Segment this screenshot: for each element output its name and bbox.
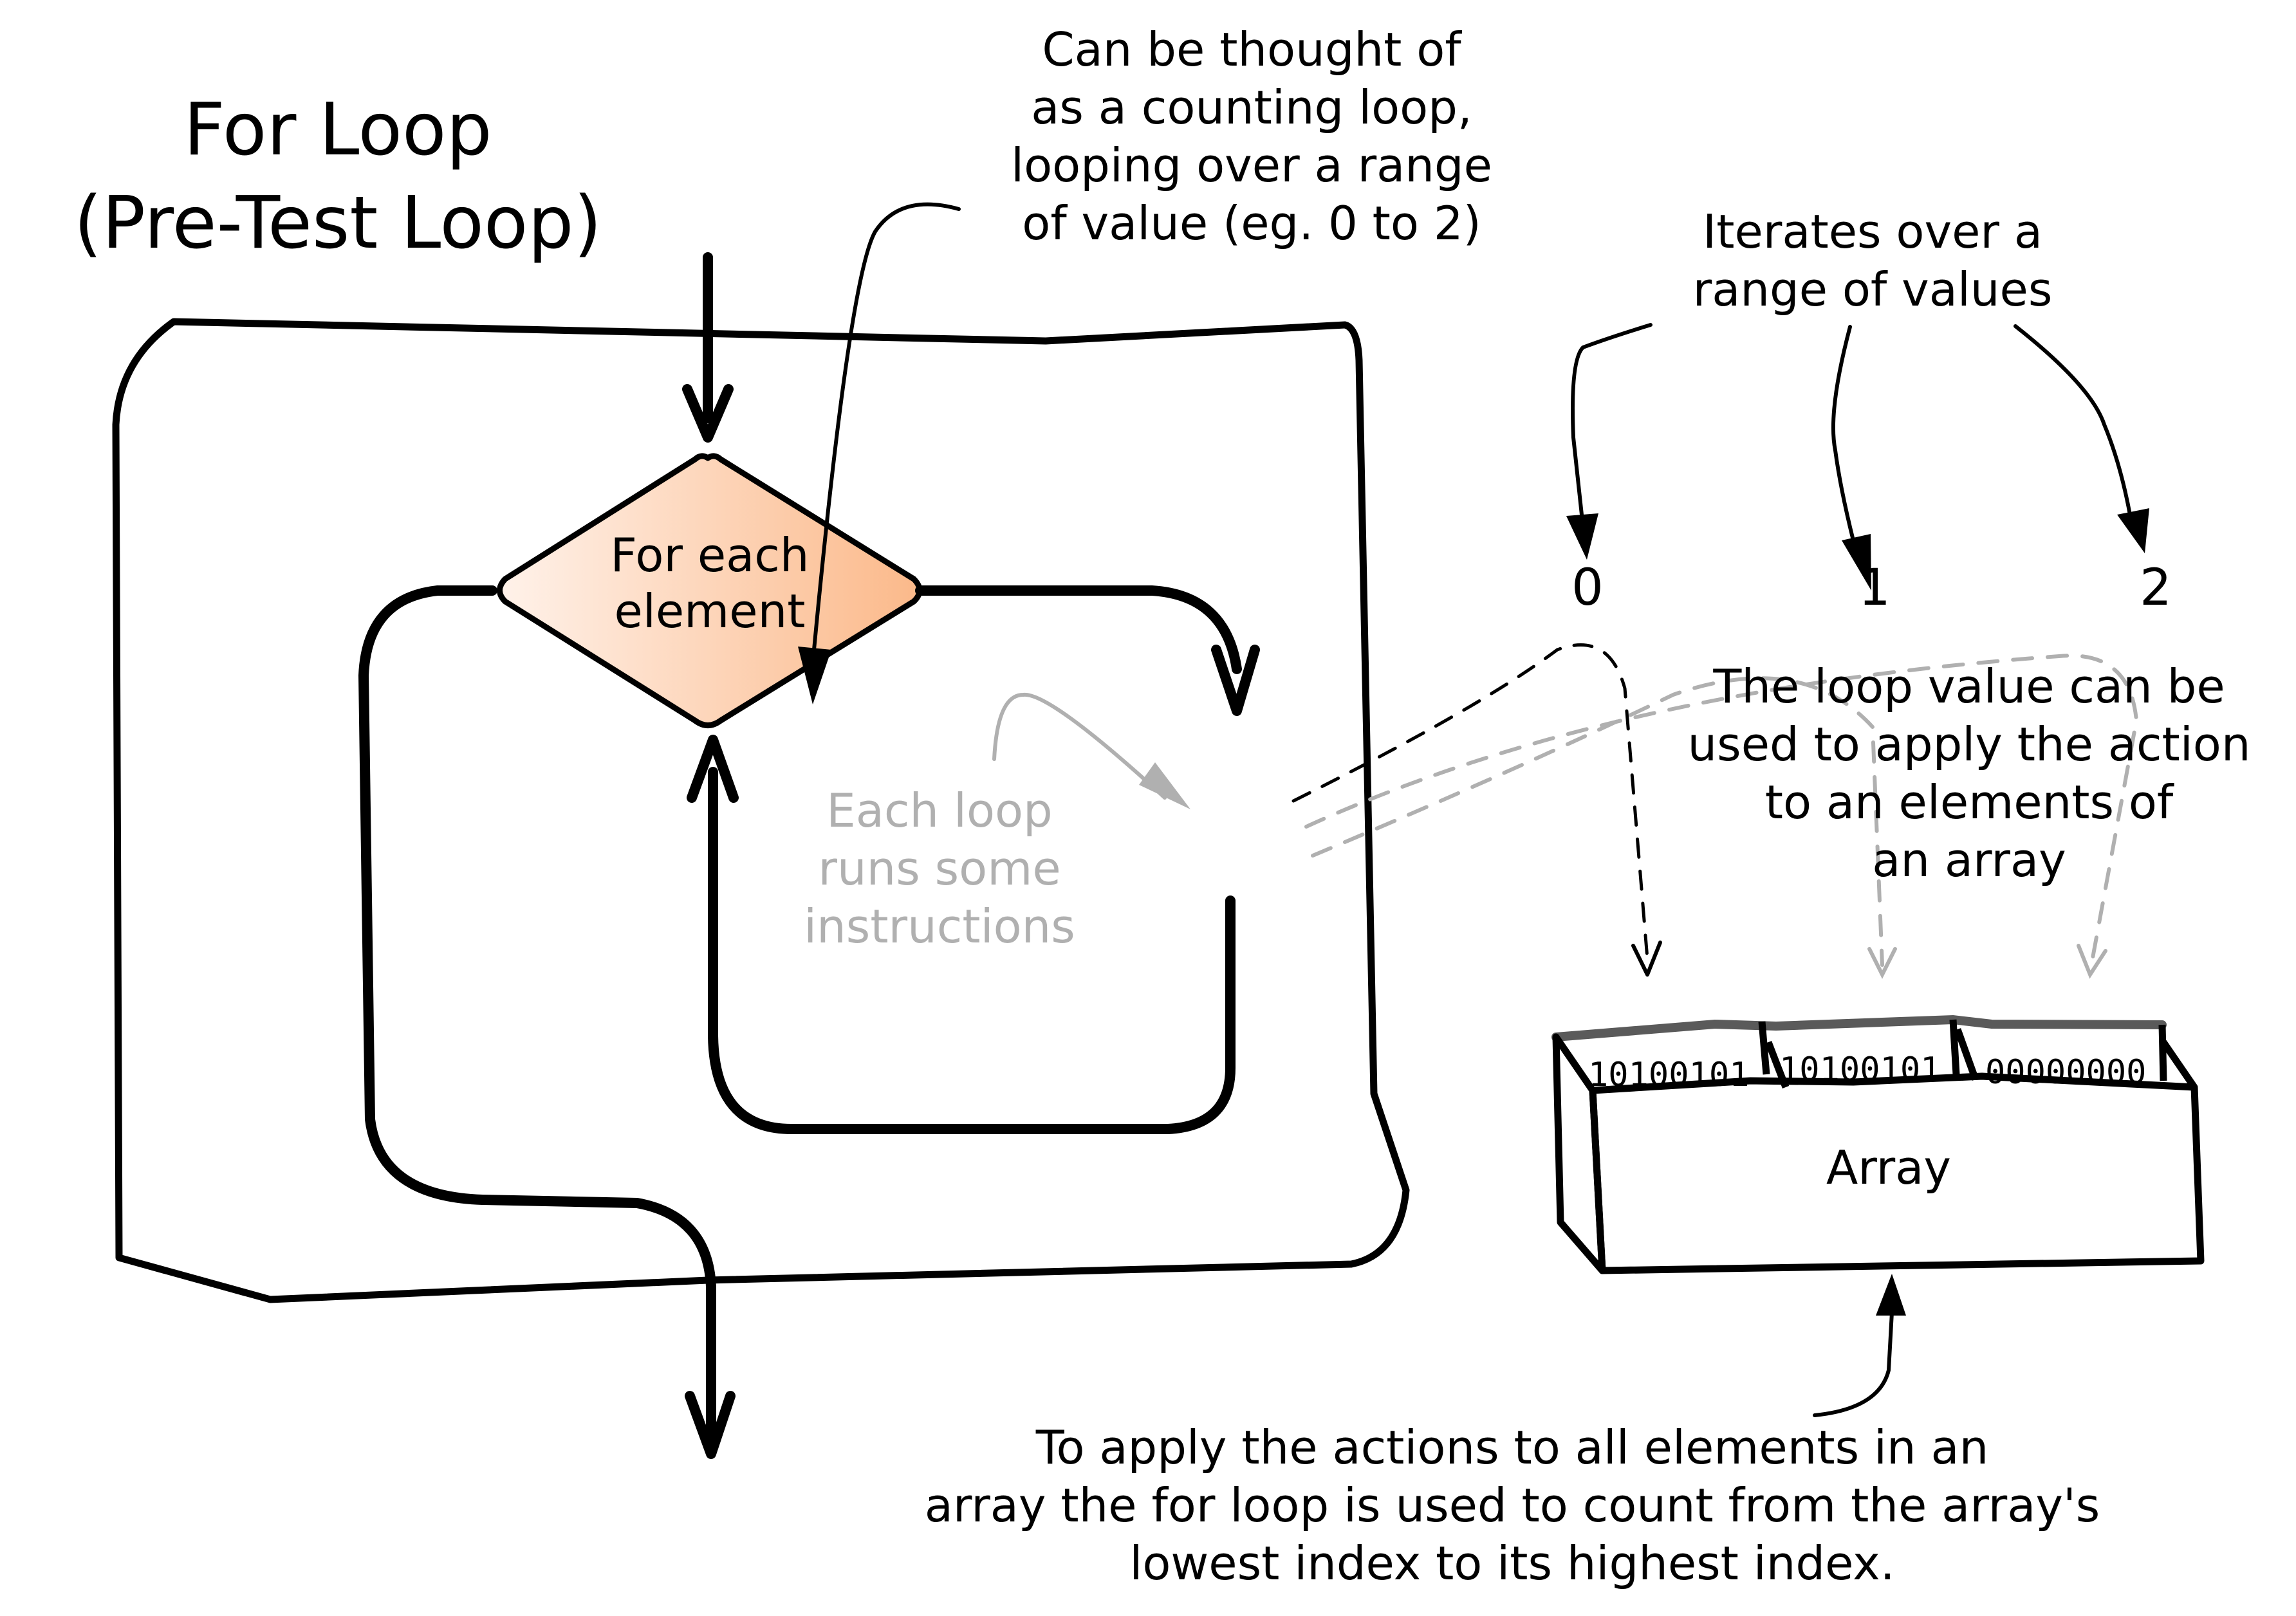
title-line-1: For Loop — [183, 88, 492, 172]
body-note-line-3: instructions — [804, 899, 1075, 953]
counting-note-line-1: Can be thought of — [1042, 23, 1462, 77]
dashed-connectors — [1292, 643, 2139, 979]
counting-note-line-2: as a counting loop, — [1031, 80, 1472, 134]
loop-value-note-line-4: an array — [1872, 833, 2066, 887]
value-2: 2 — [2140, 559, 2172, 617]
body-note-line-2: runs some — [818, 841, 1060, 895]
array-front-face — [1589, 1072, 2205, 1274]
decision-label-line-2: element — [615, 584, 806, 638]
loop-value-note-line-3: to an elements of — [1765, 775, 2174, 829]
outer-loop-frame — [112, 318, 1410, 1303]
title-line-2: (Pre-Test Loop) — [74, 181, 602, 265]
value-labels: 0 1 2 — [1571, 559, 2172, 617]
bottom-note: To apply the actions to all elements in … — [925, 1420, 2100, 1590]
counting-note-line-4: of value (eg. 0 to 2) — [1022, 196, 1481, 250]
bottom-note-line-2: array the for loop is used to count from… — [925, 1478, 2100, 1532]
bottom-note-arrow — [1813, 1274, 1906, 1417]
counting-note-line-3: looping over a range — [1011, 138, 1492, 192]
bottom-note-line-3: lowest index to its highest index. — [1129, 1536, 1894, 1590]
decision-label-line-1: For each — [610, 528, 809, 582]
value-1: 1 — [1858, 559, 1891, 617]
array-box: 10100101 10100101 00000000 Array — [1551, 1015, 2205, 1274]
counting-loop-note: Can be thought of as a counting loop, lo… — [798, 23, 1492, 704]
loop-value-note: The loop value can be used to apply the … — [1688, 659, 2251, 887]
decision-node: For each element — [497, 453, 923, 728]
exit-arrow — [358, 585, 736, 1459]
body-note-line-1: Each loop — [826, 784, 1053, 838]
value-arrows — [1566, 323, 2149, 591]
iterates-note: Iterates over a range of values — [1693, 205, 2053, 317]
loop-return-arrow — [687, 735, 1236, 1134]
entry-arrow — [682, 252, 734, 443]
bottom-note-line-1: To apply the actions to all elements in … — [1035, 1420, 1989, 1474]
iterates-note-line-1: Iterates over a — [1703, 205, 2042, 259]
loop-value-note-line-1: The loop value can be — [1712, 659, 2225, 713]
value-0: 0 — [1571, 559, 1604, 617]
loop-value-note-line-2: used to apply the action — [1688, 717, 2251, 771]
loop-body-note: Each loop runs some instructions — [804, 692, 1190, 953]
iterates-note-line-2: range of values — [1693, 262, 2053, 317]
diagram-title: For Loop (Pre-Test Loop) — [74, 88, 602, 265]
array-label: Array — [1826, 1141, 1951, 1195]
loop-body-arrow — [915, 585, 1260, 716]
